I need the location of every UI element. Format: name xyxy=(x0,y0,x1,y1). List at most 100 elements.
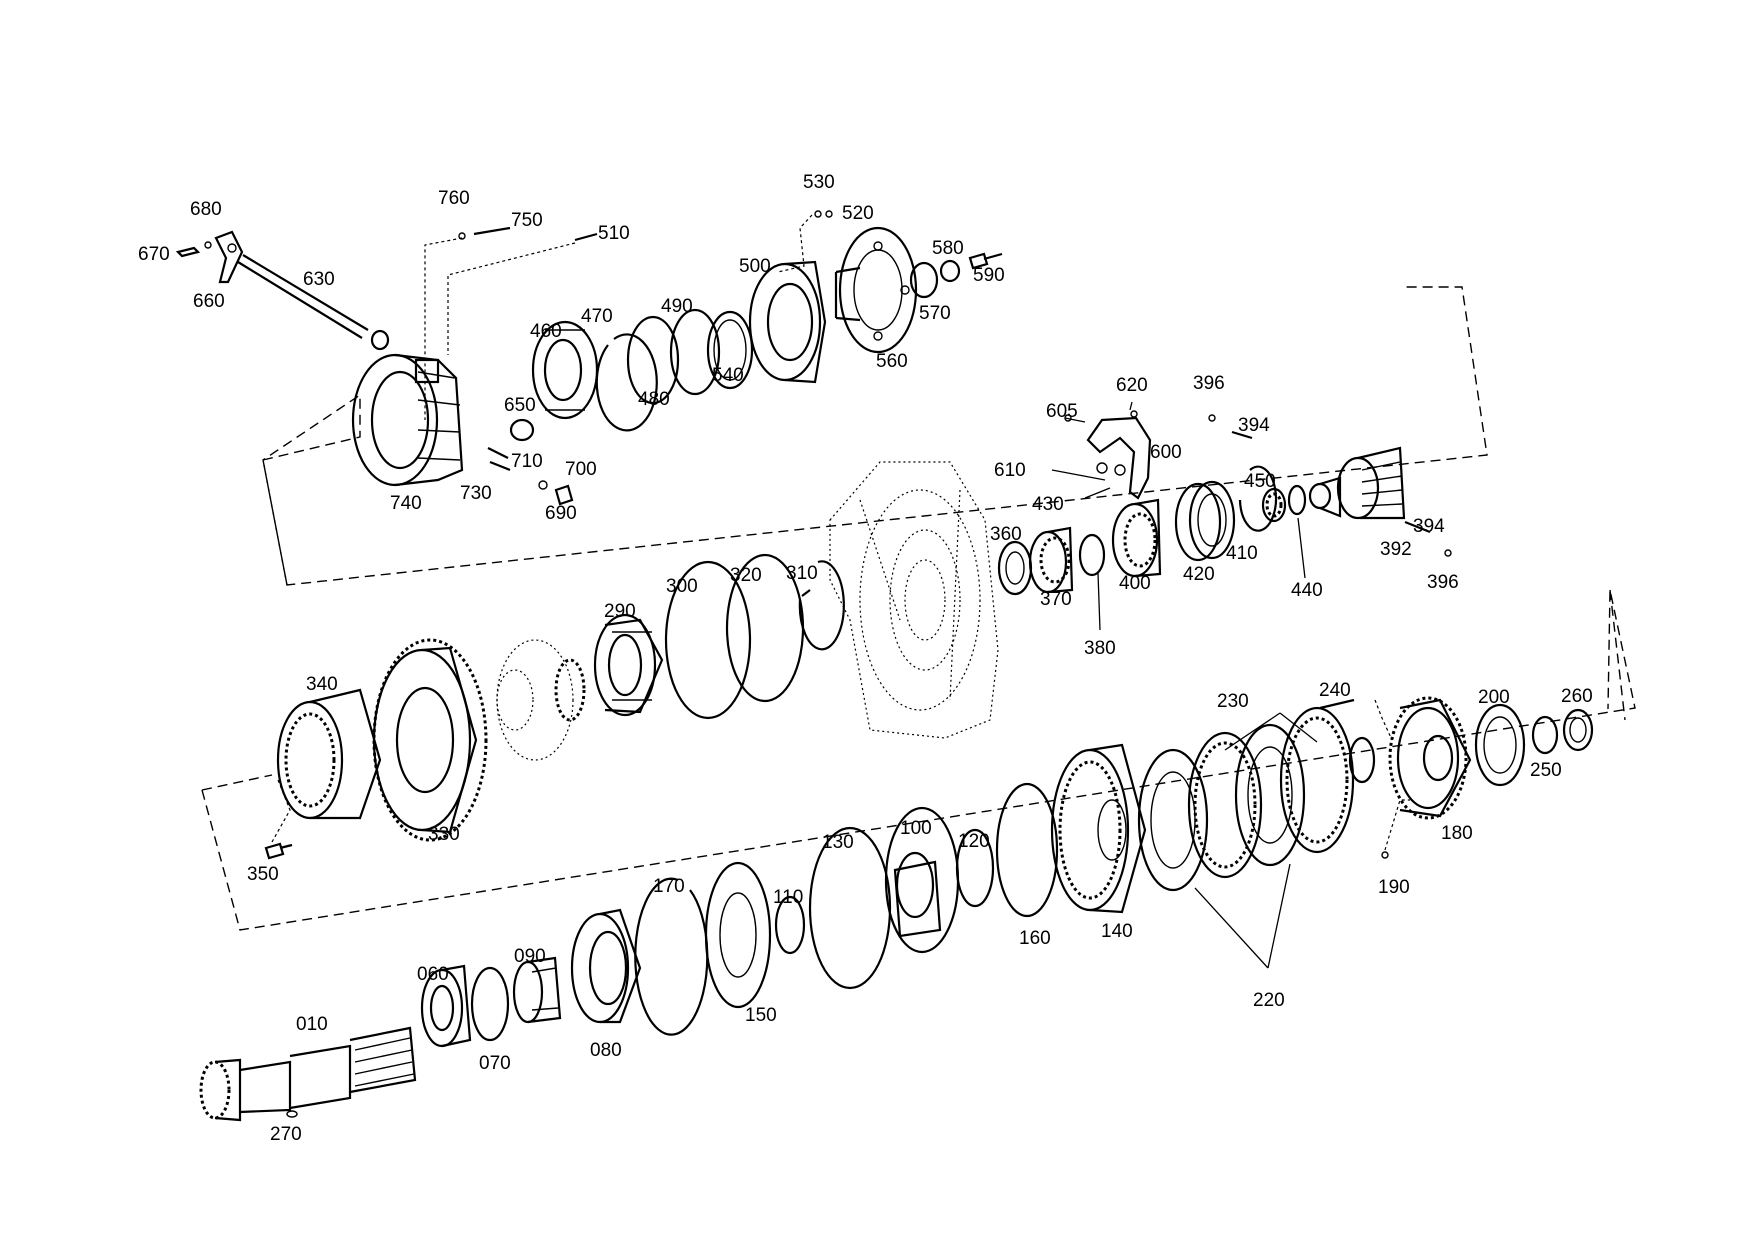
label-392: 392 xyxy=(1380,539,1412,560)
part-070-ring xyxy=(470,966,510,1042)
part-220-inner-discs xyxy=(1137,723,1306,892)
part-090-needle-bearing xyxy=(512,956,562,1024)
label-190: 190 xyxy=(1378,877,1410,898)
label-540: 540 xyxy=(712,365,744,386)
label-600: 600 xyxy=(1150,442,1182,463)
part-396-ball-upper xyxy=(1208,414,1216,422)
label-370: 370 xyxy=(1040,589,1072,610)
label-620: 620 xyxy=(1116,375,1148,396)
label-394-lower: 394 xyxy=(1413,516,1445,537)
part-440-o-ring xyxy=(1287,484,1307,516)
label-170: 170 xyxy=(653,876,685,897)
label-010: 010 xyxy=(296,1014,328,1035)
part-750-screw xyxy=(473,226,511,236)
label-300: 300 xyxy=(666,576,698,597)
label-450: 450 xyxy=(1244,471,1276,492)
part-620-pin xyxy=(1130,410,1138,418)
label-060: 060 xyxy=(417,964,449,985)
label-460: 460 xyxy=(530,321,562,342)
leader-530 xyxy=(777,214,813,273)
label-396-lower: 396 xyxy=(1427,572,1459,593)
label-700: 700 xyxy=(565,459,597,480)
part-660-lever xyxy=(175,230,244,284)
label-140: 140 xyxy=(1101,921,1133,942)
leader-lines xyxy=(1051,401,1318,969)
label-160: 160 xyxy=(1019,928,1051,949)
part-260-nut xyxy=(1562,708,1594,752)
part-planet-carrier-background xyxy=(496,639,586,761)
part-350-screw xyxy=(264,842,293,860)
label-200: 200 xyxy=(1478,687,1510,708)
label-690: 690 xyxy=(545,503,577,524)
label-480: 480 xyxy=(638,389,670,410)
part-340-internal-gear xyxy=(276,688,382,820)
part-480-ring xyxy=(626,315,680,405)
part-180-clutch-hub xyxy=(1388,696,1472,820)
label-630: 630 xyxy=(303,269,335,290)
part-370-needle-bearing xyxy=(1028,526,1074,594)
part-320-ring xyxy=(725,553,805,703)
part-392-output-shaft xyxy=(1308,446,1406,520)
part-520-screw xyxy=(825,210,833,218)
label-394-upper: 394 xyxy=(1238,415,1270,436)
part-650-plug xyxy=(509,418,535,442)
part-670-bolt xyxy=(175,246,201,258)
middle-group-boundary-left xyxy=(201,589,1626,791)
label-360: 360 xyxy=(990,524,1022,545)
part-570-disc xyxy=(909,261,939,299)
part-760-washer xyxy=(458,232,466,240)
part-420-sliding-sleeve xyxy=(1174,480,1236,562)
label-290: 290 xyxy=(604,601,636,622)
part-490-ring xyxy=(669,308,721,396)
label-100: 100 xyxy=(900,818,932,839)
label-605: 605 xyxy=(1046,401,1078,422)
part-250-lock-washer xyxy=(1531,715,1559,755)
part-394-spring-lower xyxy=(1404,520,1431,534)
part-200-disc xyxy=(1474,703,1526,787)
part-730-pin xyxy=(489,460,511,472)
part-240-pin xyxy=(1319,698,1355,710)
part-470-snap-ring xyxy=(595,333,658,432)
part-394-spring-upper xyxy=(1231,430,1253,440)
label-080: 080 xyxy=(590,1040,622,1061)
label-610: 610 xyxy=(994,460,1026,481)
part-270-key xyxy=(286,1110,298,1118)
leader-510 xyxy=(447,242,576,355)
part-290-roller-bearing xyxy=(593,613,664,717)
part-140-clutch-drum xyxy=(1050,743,1147,914)
upper-group-boundary xyxy=(262,286,1488,586)
label-396-upper: 396 xyxy=(1193,373,1225,394)
label-560: 560 xyxy=(876,351,908,372)
part-540-seal xyxy=(706,310,754,390)
part-560-coupling-flange xyxy=(834,226,918,354)
part-400-synchro-hub xyxy=(1111,498,1162,578)
part-170-snap-ring xyxy=(634,877,709,1036)
middle-group-boundary xyxy=(201,589,1636,931)
part-530-washer xyxy=(814,210,822,218)
label-320: 320 xyxy=(730,565,762,586)
part-300-ring xyxy=(664,560,752,720)
part-710-pin xyxy=(487,447,509,459)
part-110-ring xyxy=(774,895,806,955)
label-240: 240 xyxy=(1319,680,1351,701)
label-490: 490 xyxy=(661,296,693,317)
part-680-washer xyxy=(204,241,212,249)
label-070: 070 xyxy=(479,1053,511,1074)
leader-760 xyxy=(424,237,463,420)
part-380-ring xyxy=(1078,533,1106,577)
label-420: 420 xyxy=(1183,564,1215,585)
label-400: 400 xyxy=(1119,573,1151,594)
part-number-labels: 010 060 070 080 090 100 110 120 130 140 … xyxy=(138,172,1593,1145)
part-580-washer xyxy=(939,259,961,283)
part-010-input-shaft xyxy=(199,1026,417,1122)
label-750: 750 xyxy=(511,210,543,231)
label-250: 250 xyxy=(1530,760,1562,781)
part-740-housing xyxy=(351,353,464,487)
label-680: 680 xyxy=(190,199,222,220)
part-main-housing-background xyxy=(829,461,999,739)
part-700-washer xyxy=(538,480,548,490)
part-690-plug xyxy=(554,484,574,506)
leader-350 xyxy=(271,779,291,843)
label-150: 150 xyxy=(745,1005,777,1026)
